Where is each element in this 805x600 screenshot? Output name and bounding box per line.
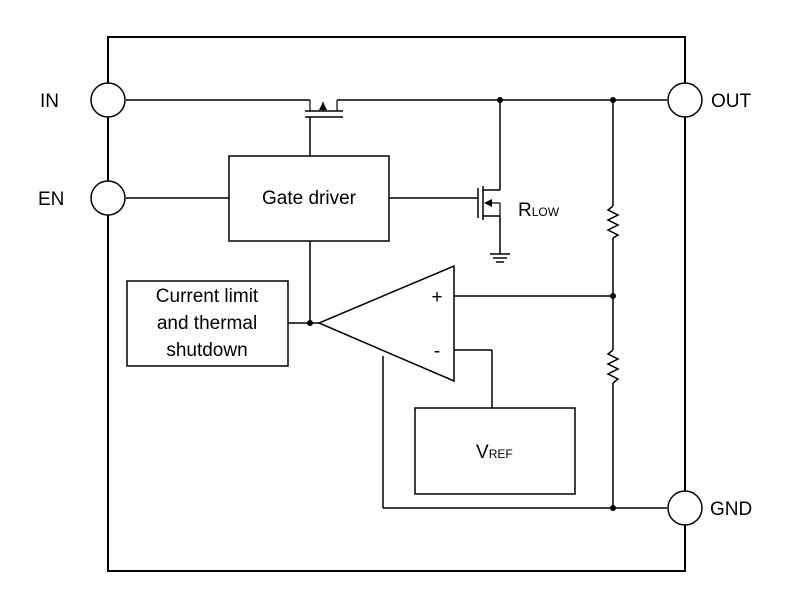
rlow-transistor [477, 100, 501, 254]
current-limit-label-2: and thermal [157, 313, 257, 334]
junction-dot [610, 97, 616, 103]
junction-dot [497, 97, 503, 103]
current-limit-label-1: Current limit [156, 286, 259, 307]
current-limit-block [126, 280, 289, 367]
amp-minus-label: - [434, 341, 440, 362]
junction-dot [610, 505, 616, 511]
ground-symbol [490, 253, 510, 263]
voltage-divider [606, 100, 620, 508]
ic-outline [107, 36, 686, 572]
pin-out [667, 82, 703, 118]
junction-dot [610, 293, 616, 299]
pin-gnd-label: GND [710, 499, 752, 520]
vref-wire [454, 349, 493, 408]
junction-dot [307, 320, 313, 326]
pin-en-label: EN [38, 189, 64, 210]
amp-plus-label: + [431, 287, 442, 308]
pin-in [90, 82, 126, 118]
pass-transistor [305, 100, 343, 156]
current-limit-label-3: shutdown [166, 340, 247, 361]
vref-block [414, 407, 576, 495]
vref-label: VREF [476, 442, 513, 463]
pin-en [90, 180, 126, 216]
gate-driver-label: Gate driver [262, 188, 357, 209]
amp-ground-wire [382, 356, 667, 509]
pin-out-label: OUT [711, 91, 752, 112]
rlow-label: RLOW [518, 200, 560, 221]
pin-in-label: IN [40, 91, 59, 112]
pin-gnd [667, 490, 703, 526]
error-amplifier [317, 264, 455, 383]
